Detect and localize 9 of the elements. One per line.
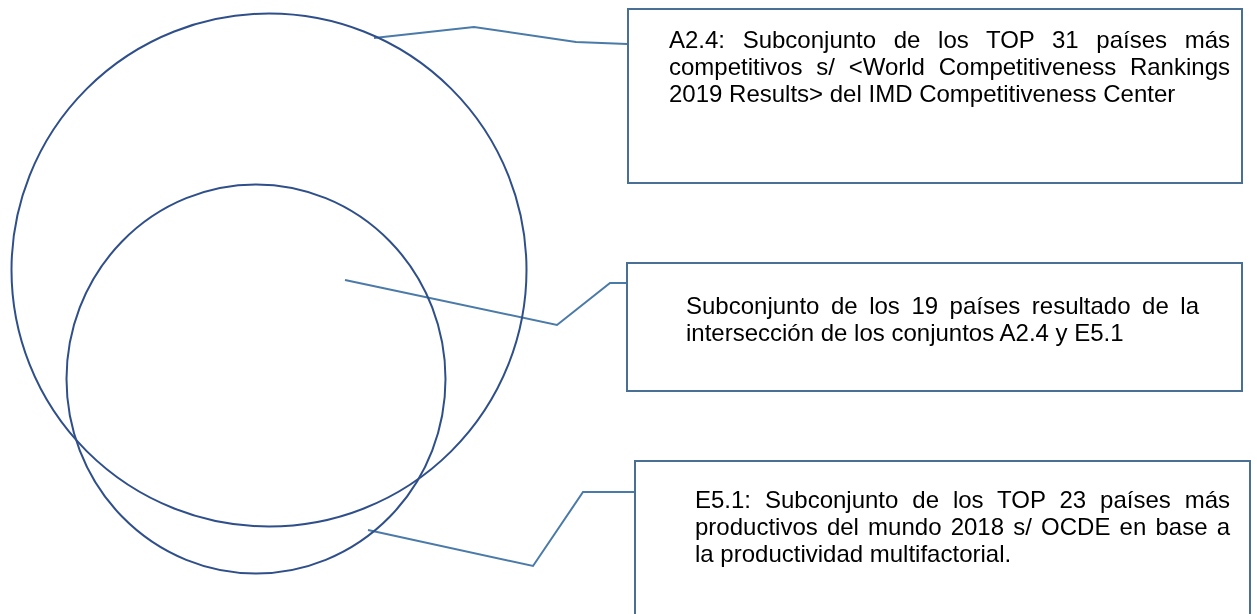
callout-text: E5.1: Subconjunto de los TOP 23 países más productivos del mundo 2018 s/ OCDE en base a la productividad multifactorial. xyxy=(695,486,1230,567)
leader-line xyxy=(373,26,628,45)
callout-text: A2.4: Subconjunto de los TOP 31 países más competitivos s/ <World Competitiveness Rankings 2019 Results> del IMD Competitiveness Center xyxy=(669,26,1230,107)
callout-text: Subconjunto de los 19 países resultado de la intersección de los conjuntos A2.4 y E5.1 xyxy=(686,292,1199,346)
callout-box xyxy=(626,262,1243,392)
leader-line xyxy=(367,491,635,568)
callout-box xyxy=(627,8,1243,184)
leader-line xyxy=(344,279,627,327)
callout-box xyxy=(634,460,1251,614)
